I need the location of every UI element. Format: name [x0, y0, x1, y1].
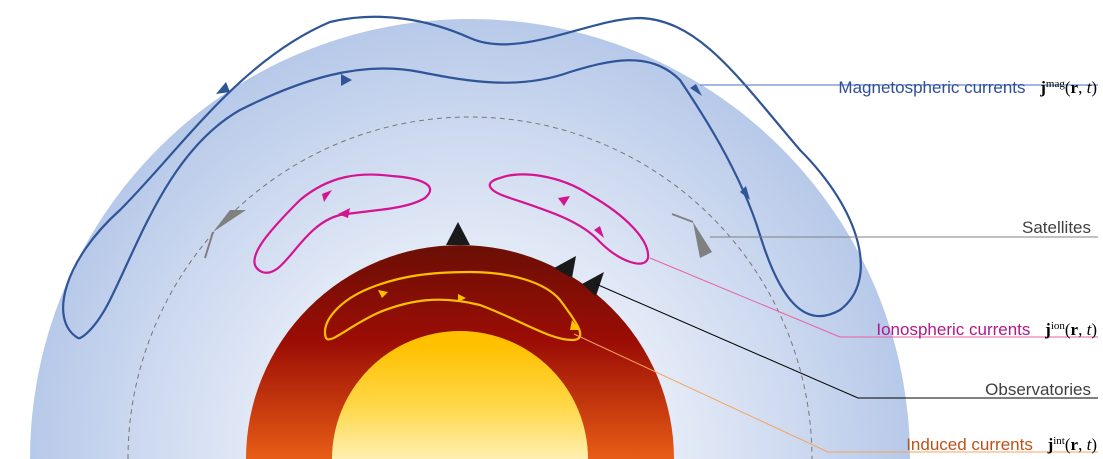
induced-formula: jint(r, t): [1047, 435, 1097, 454]
ionospheric-arrow-4: [594, 226, 604, 238]
induced-arrow-1: [378, 290, 388, 298]
observatory-north: [446, 222, 470, 245]
observatories-label: Observatories: [985, 380, 1091, 399]
ionospheric-arrow-1: [322, 190, 332, 202]
magnetospheric-arrow-1: [216, 82, 230, 94]
magnetospheric-label-text: Magnetospheric currents: [838, 78, 1026, 97]
earth-core: [332, 331, 588, 459]
ionospheric-current-loop-west: [253, 173, 432, 274]
ionospheric-formula: jion(r, t): [1045, 320, 1097, 339]
magnetospheric-current-loop: [62, 15, 862, 340]
magnetospheric-arrow-2: [341, 74, 352, 86]
magnetosphere-region: [30, 19, 910, 459]
observatory-east-1: [554, 256, 576, 278]
induced-arrow-3: [570, 320, 580, 330]
induced-arrow-2: [458, 294, 466, 302]
magnetospheric-arrow-4: [740, 186, 750, 200]
satellites-label: Satellites: [1022, 218, 1091, 237]
magnetospheric-label: Magnetospheric currents jmag(r, t): [838, 74, 1097, 98]
ionospheric-arrow-2: [338, 208, 350, 218]
ionospheric-current-loop-east: [488, 173, 650, 265]
observatories-leader: [595, 283, 1098, 399]
ionospheric-arrow-3: [558, 196, 570, 206]
observatory-east-2: [582, 272, 604, 296]
satellite-west: [204, 210, 246, 259]
magnetospheric-formula: jmag(r, t): [1040, 78, 1097, 97]
induced-leader: [573, 333, 1098, 453]
induced-label: Induced currents jint(r, t): [906, 431, 1097, 455]
satellite-east: [671, 213, 712, 258]
induced-label-text: Induced currents: [906, 435, 1033, 454]
ionospheric-leader: [649, 257, 1098, 338]
ionospheric-label: Ionospheric currents jion(r, t): [876, 316, 1097, 340]
magnetospheric-arrow-3: [690, 84, 702, 96]
ionospheric-label-text: Ionospheric currents: [876, 320, 1031, 339]
